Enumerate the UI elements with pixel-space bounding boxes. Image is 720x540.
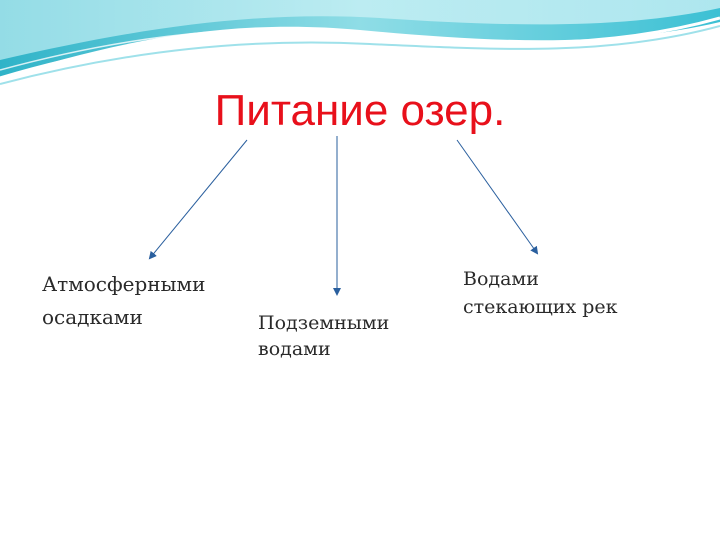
source-precipitation-label: Атмосферными осадками — [42, 268, 205, 334]
slide-title: Питание озер. — [214, 86, 506, 135]
source-rivers-line-1: Водами — [463, 268, 539, 290]
source-rivers-label: Водами стекающих рек — [463, 265, 618, 321]
source-rivers-line-2: стекающих рек — [463, 296, 618, 318]
source-precipitation-line-1: Атмосферными — [42, 272, 206, 296]
source-groundwater-line-2: водами — [258, 338, 331, 360]
arrow-to-rivers — [456, 139, 539, 255]
source-groundwater-line-1: Подземными — [258, 312, 390, 334]
source-precipitation-line-2: осадками — [42, 305, 143, 329]
source-groundwater-label: Подземными водами — [258, 310, 389, 362]
arrow-to-precipitation — [148, 139, 248, 260]
wave-header-decoration — [0, 0, 720, 85]
